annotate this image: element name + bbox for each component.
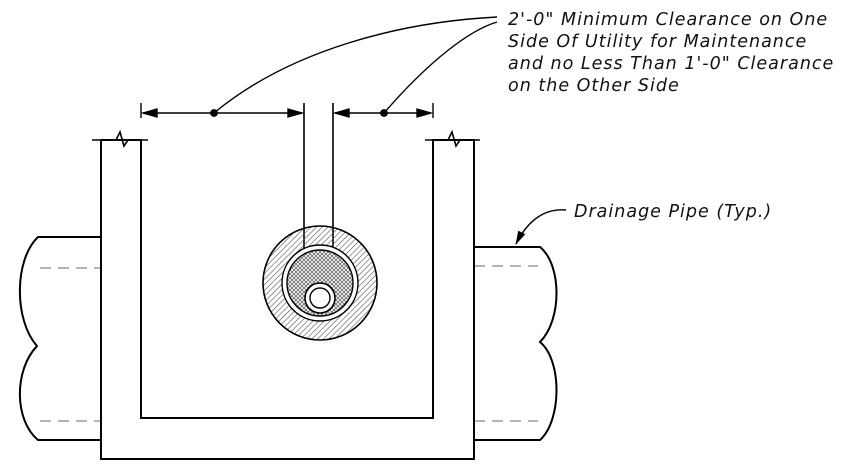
drainage-pipe-label: Drainage Pipe (Typ.) [574, 202, 773, 222]
break-lines [92, 129, 480, 148]
clearance-note-line-3: and no Less Than 1'-0" Clearance [508, 54, 835, 74]
clearance-note-line-1: 2'-0" Minimum Clearance on One [508, 10, 829, 30]
clearance-note-line-4: on the Other Side [508, 76, 680, 96]
clearance-note: 2'-0" Minimum Clearance on One Side Of U… [508, 9, 834, 97]
clearance-note-line-2: Side Of Utility for Maintenance [508, 32, 808, 52]
clearance-leaders [210, 16, 498, 117]
utility-cross-section [262, 225, 378, 341]
right-drainage-pipe [474, 246, 558, 441]
clearance-dimension-left [140, 103, 305, 118]
pipe-leader [515, 209, 567, 245]
left-drainage-pipe [18, 236, 101, 441]
